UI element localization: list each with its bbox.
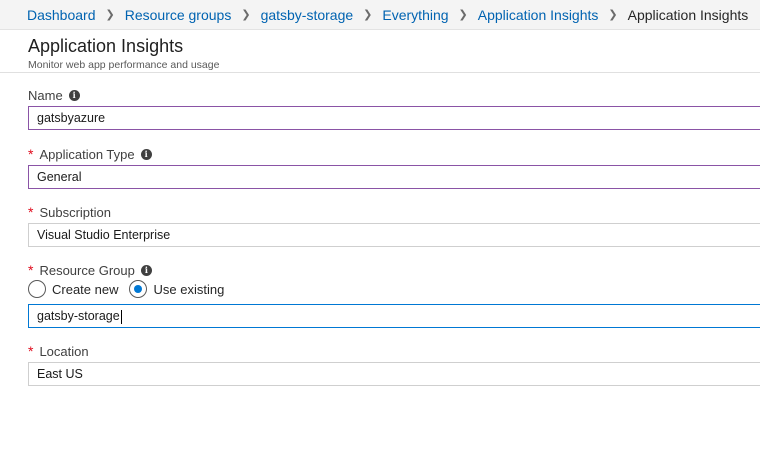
required-marker: * — [28, 204, 34, 220]
chevron-right-icon: ❯ — [363, 9, 373, 21]
subscription-label-row: * Subscription — [28, 204, 111, 220]
use-existing-option[interactable]: Use existing — [129, 280, 224, 298]
breadcrumb-application-insights[interactable]: Application Insights — [477, 6, 599, 23]
name-label-row: Name i — [28, 88, 80, 103]
application-type-label: Application Type — [39, 146, 135, 162]
create-new-label[interactable]: Create new — [52, 281, 119, 297]
name-label: Name — [28, 88, 63, 103]
create-new-radio[interactable] — [28, 280, 46, 298]
name-input[interactable]: gatsbyazure — [28, 106, 760, 130]
text-caret — [120, 309, 122, 324]
create-new-option[interactable]: Create new — [28, 280, 118, 298]
use-existing-radio[interactable] — [129, 280, 148, 298]
chevron-right-icon: ❯ — [608, 9, 618, 21]
required-marker: * — [28, 146, 34, 162]
page-title: Application Insights — [28, 36, 184, 56]
breadcrumb-resource-groups[interactable]: Resource groups — [124, 6, 232, 23]
page-subtitle: Monitor web app performance and usage — [28, 59, 220, 71]
header-divider — [0, 72, 760, 73]
chevron-right-icon: ❯ — [105, 9, 115, 21]
resource-group-label-row: * Resource Group i — [28, 262, 152, 278]
resource-group-input[interactable]: gatsby-storage — [28, 304, 760, 328]
breadcrumb: Dashboard ❯ Resource groups ❯ gatsby-sto… — [0, 0, 760, 30]
required-marker: * — [28, 262, 34, 278]
chevron-right-icon: ❯ — [241, 9, 251, 21]
application-type-select[interactable]: General — [28, 165, 760, 189]
breadcrumb-everything[interactable]: Everything — [382, 6, 449, 23]
location-label: Location — [39, 343, 89, 359]
resource-group-label: Resource Group — [39, 262, 135, 278]
chevron-right-icon: ❯ — [458, 9, 468, 21]
location-label-row: * Location — [28, 343, 89, 359]
breadcrumb-current: Application Insights — [627, 6, 749, 23]
info-icon[interactable]: i — [140, 148, 152, 160]
info-icon[interactable]: i — [140, 264, 152, 276]
blade-header: Application Insights Monitor web app per… — [28, 35, 219, 71]
application-type-label-row: * Application Type i — [28, 146, 152, 162]
required-marker: * — [28, 343, 34, 359]
breadcrumb-gatsby-storage[interactable]: gatsby-storage — [260, 6, 354, 23]
breadcrumb-dashboard[interactable]: Dashboard — [27, 6, 96, 23]
info-icon[interactable]: i — [68, 90, 80, 101]
use-existing-label[interactable]: Use existing — [153, 281, 225, 297]
subscription-label: Subscription — [39, 204, 111, 220]
resource-group-radio-group: Create new Use existing — [28, 280, 235, 298]
subscription-select[interactable]: Visual Studio Enterprise — [28, 223, 760, 247]
resource-group-value: gatsby-storage — [37, 309, 120, 323]
location-select[interactable]: East US — [28, 362, 760, 386]
